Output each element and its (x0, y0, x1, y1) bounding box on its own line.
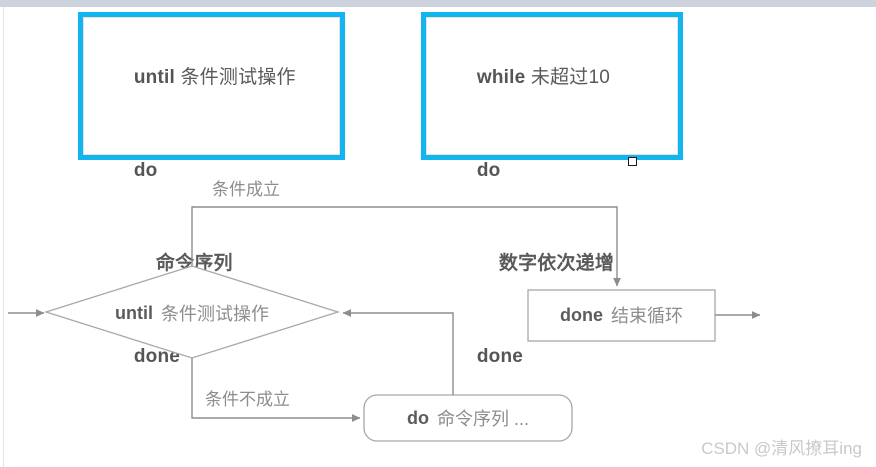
code-text: 命令序列 (155, 253, 233, 274)
do-keyword: do (406, 407, 429, 428)
code-line: while 未超过10 (444, 31, 660, 124)
code-keyword: done (133, 346, 181, 367)
do-node-shape[interactable] (363, 394, 573, 442)
code-text: 数字依次递增 (498, 253, 615, 274)
code-line: 数字依次递增 (444, 217, 660, 310)
done-text: 结束循环 (611, 306, 683, 326)
code-line: do (101, 124, 322, 217)
decision-node-label: until 条件测试操作 (72, 300, 312, 326)
watermark: CSDN @清风撩耳ing (701, 439, 862, 458)
code-keyword: do (476, 160, 501, 181)
while-example-card[interactable]: while 未超过10 do 数字依次递增 done (421, 12, 683, 367)
top-band (0, 0, 876, 7)
code-text: 未超过10 (525, 67, 611, 88)
selection-handle[interactable] (628, 157, 637, 166)
do-text: 命令序列 ... (436, 409, 529, 429)
loop-back-edge (342, 309, 454, 395)
code-line: 命令序列 (101, 217, 322, 310)
code-keyword: do (133, 160, 158, 181)
condition-false-label: 条件不成立 (205, 390, 290, 409)
code-text: 条件测试操作 (174, 67, 296, 88)
code-line: done (101, 310, 322, 403)
condition-true-label: 条件成立 (212, 180, 280, 199)
condition-false-edge (191, 358, 361, 422)
code-line: done (444, 310, 660, 403)
do-node-label: do 命令序列 ... (364, 405, 572, 431)
code-keyword: done (476, 346, 524, 367)
code-keyword: while (476, 67, 526, 88)
code-keyword: until (133, 67, 175, 88)
decision-keyword: until (115, 302, 153, 323)
code-line: until 条件测试操作 (101, 31, 322, 124)
done-node-label: done 结束循环 (528, 302, 715, 328)
code-line: do (444, 124, 660, 217)
left-rule (3, 7, 4, 467)
done-keyword: done (560, 304, 603, 325)
decision-text: 条件测试操作 (161, 304, 269, 324)
decision-diamond[interactable] (43, 265, 341, 359)
condition-true-edge (191, 206, 621, 287)
